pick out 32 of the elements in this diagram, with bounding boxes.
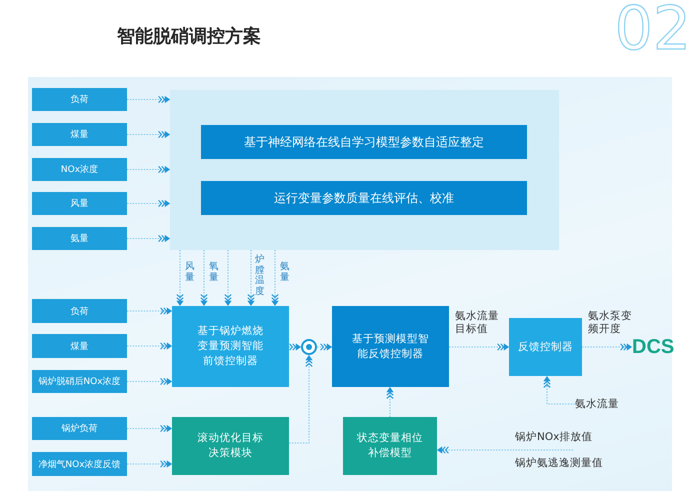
edge-label: 氧量 <box>209 262 219 283</box>
controller-box: 基于锅炉燃烧变量预测智能前馈控制器 <box>172 306 289 387</box>
junction-circle <box>301 339 317 355</box>
module-box: 滚动优化目标决策模块 <box>172 417 289 475</box>
signal-label: 锅炉氨逃逸测量值 <box>515 455 603 471</box>
process-box: 运行变量参数质量在线评估、校准 <box>201 181 527 215</box>
edge-label: 风量 <box>185 262 195 283</box>
process-box: 基于神经网络在线自学习模型参数自适应整定 <box>201 125 527 159</box>
input-box: 净烟气NOx浓度反馈 <box>32 452 127 476</box>
module-box: 状态变量相位补偿模型 <box>343 417 437 475</box>
arrow <box>542 375 576 404</box>
signal-label: 氨水流量 <box>575 396 619 412</box>
input-box: 锅炉负荷 <box>32 417 127 440</box>
input-box: 氨量 <box>32 227 127 250</box>
output-label: DCS <box>632 334 676 360</box>
panel <box>170 90 559 250</box>
input-box: 煤量 <box>32 334 127 358</box>
edge-label: 炉膛温度 <box>255 255 265 297</box>
input-box: 煤量 <box>32 123 127 146</box>
input-box: NOx浓度 <box>32 158 127 181</box>
controller-box: 反馈控制器 <box>509 318 582 376</box>
input-box: 负荷 <box>32 88 127 111</box>
input-box: 风量 <box>32 192 127 215</box>
edge-label: 氨水泵变频开度 <box>588 310 633 336</box>
title: 智能脱硝调控方案 <box>117 25 261 49</box>
input-box: 锅炉脱硝后NOx浓度 <box>32 370 127 393</box>
edge-label: 氨量 <box>280 262 290 283</box>
page-number: 02 <box>614 0 691 62</box>
controller-box: 基于预测模型智能反馈控制器 <box>332 306 449 387</box>
edge-label: 氨水流量目标值 <box>455 310 500 336</box>
input-box: 负荷 <box>32 299 127 323</box>
signal-label: 锅炉NOx排放值 <box>515 429 592 445</box>
